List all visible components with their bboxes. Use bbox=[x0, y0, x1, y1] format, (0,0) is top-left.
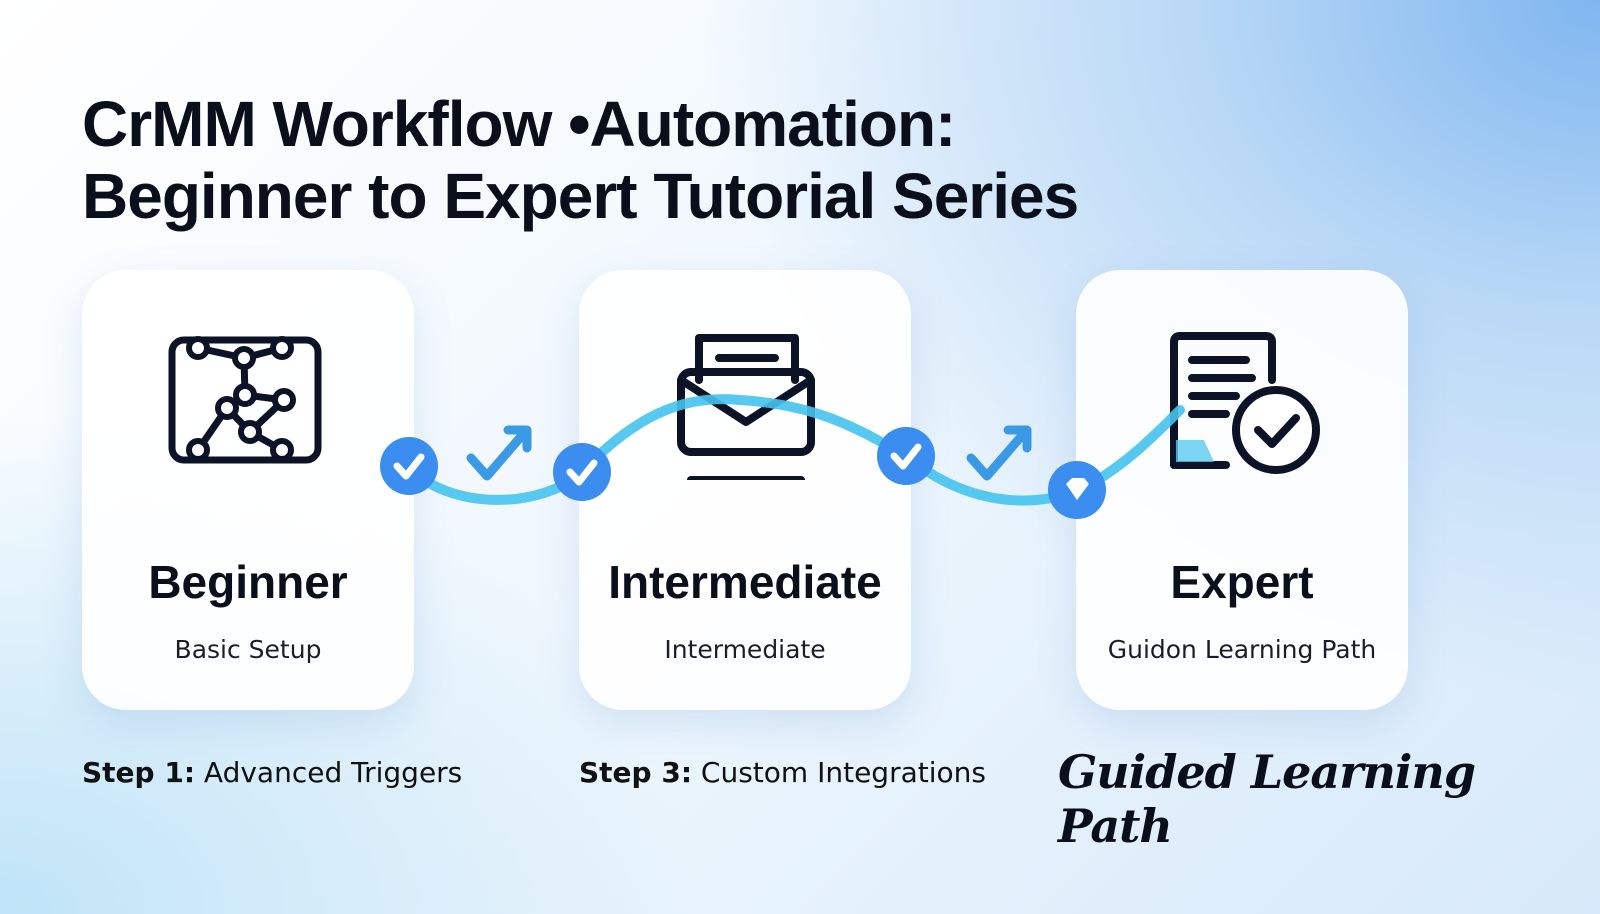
card-subtitle: Basic Setup bbox=[174, 635, 322, 664]
arrow-up-right-icon bbox=[466, 425, 532, 481]
step-1-label: Step 1: Advanced Triggers bbox=[82, 756, 463, 789]
workflow-network-icon bbox=[168, 336, 322, 464]
envelope-icon bbox=[677, 334, 815, 480]
card-subtitle: Intermediate bbox=[664, 635, 826, 664]
tagline: Guided Learning Path bbox=[1058, 745, 1476, 853]
card-title: Beginner bbox=[148, 556, 348, 608]
step-3-label: Step 3: Custom Integrations bbox=[579, 756, 986, 789]
card-title: Expert bbox=[1170, 556, 1314, 608]
card-intermediate: Intermediate Intermediate bbox=[579, 270, 911, 710]
arrow-up-right-icon bbox=[966, 425, 1032, 481]
page-title: CrMM Workflow •Automation: Beginner to E… bbox=[82, 88, 1079, 232]
card-subtitle: Guidon Learning Path bbox=[1107, 635, 1377, 664]
document-check-icon bbox=[1170, 332, 1320, 474]
card-beginner: Beginner Basic Setup bbox=[82, 270, 414, 710]
card-expert: Expert Guidon Learning Path bbox=[1076, 270, 1408, 710]
card-title: Intermediate bbox=[608, 556, 882, 608]
